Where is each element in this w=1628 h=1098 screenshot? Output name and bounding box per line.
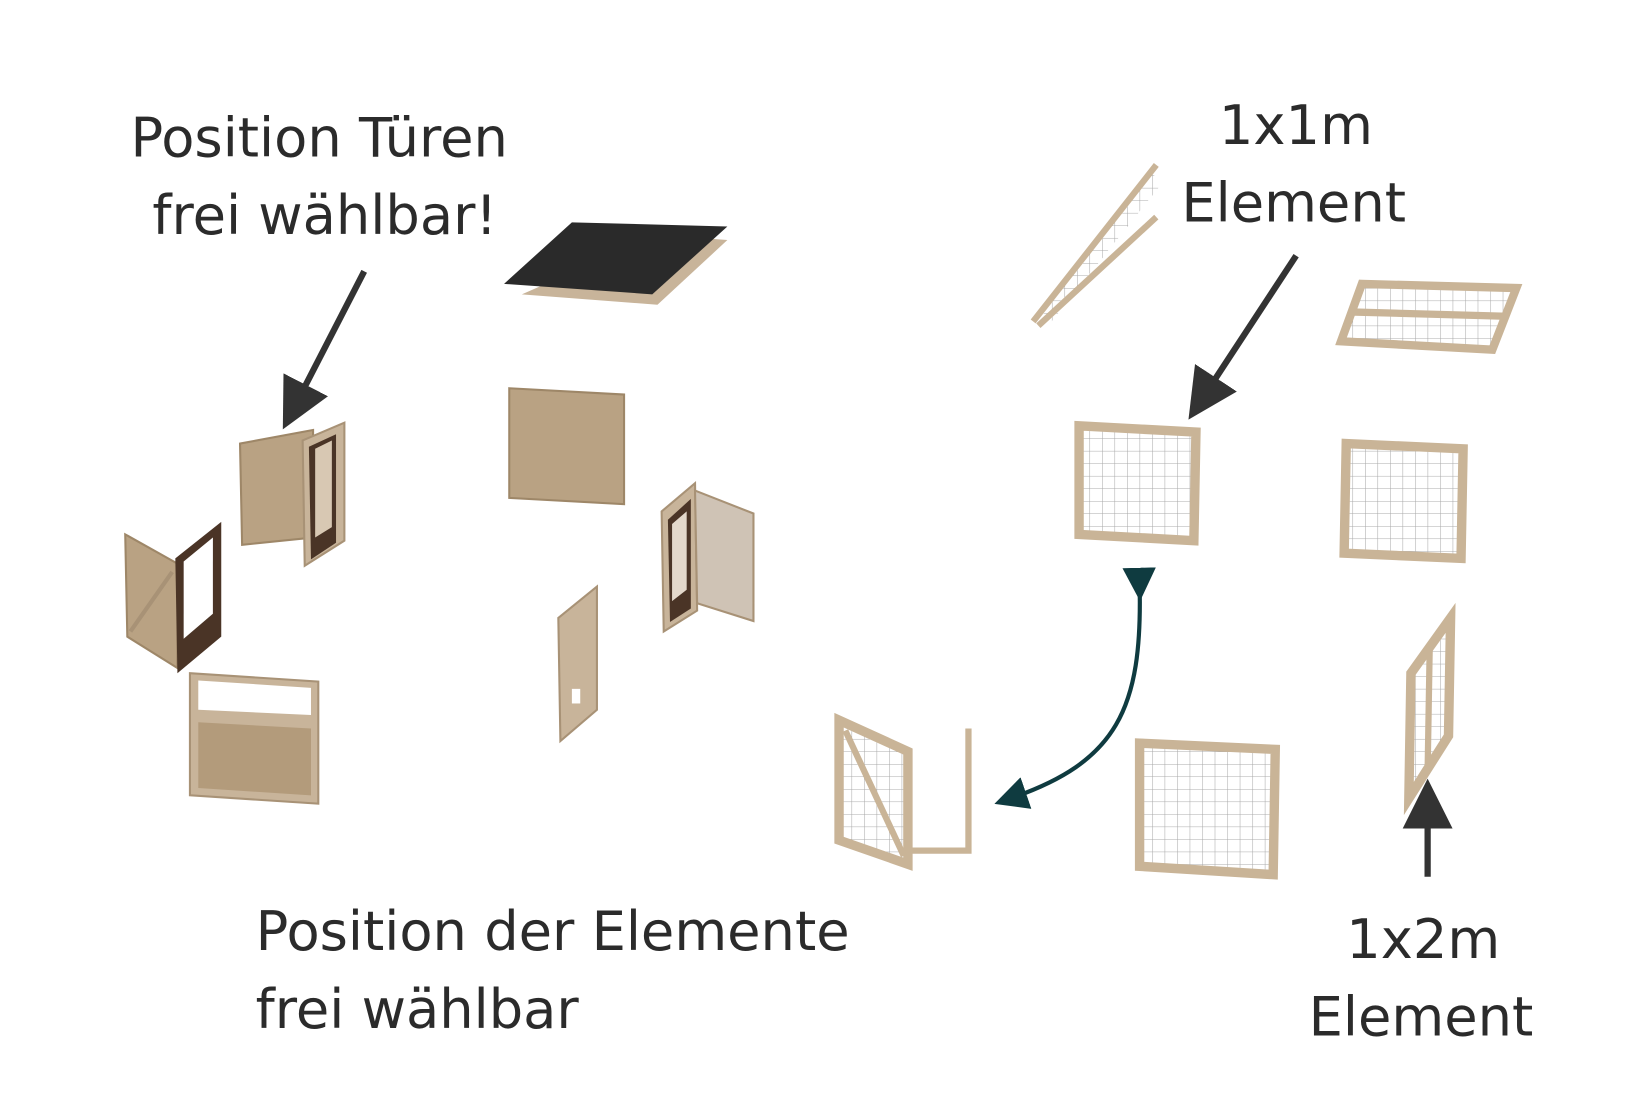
one-by-one-label-line2: Element <box>1181 171 1406 234</box>
mesh-door-element <box>834 712 972 871</box>
one-by-two-label-line2: Element <box>1309 985 1534 1048</box>
mesh-panel-1x1-a <box>1074 420 1201 546</box>
one-by-one-label-line1: 1x1m <box>1219 94 1373 157</box>
doors-label-line1: Position Türen <box>130 107 508 170</box>
mesh-panel-1x2 <box>1403 602 1456 816</box>
doors-label-line2: frei wählbar! <box>152 184 497 247</box>
doors-arrow-icon <box>282 269 367 430</box>
roof-panel <box>504 222 728 305</box>
swap-arrow-icon <box>994 567 1156 809</box>
solid-wall-panel <box>508 387 626 506</box>
door-panel-pair-top <box>238 421 346 568</box>
door-panel-pair-right <box>660 481 755 634</box>
roof-mesh-panel-flat <box>1335 279 1523 354</box>
narrow-door-panel <box>557 584 598 744</box>
elements-label-line1: Position der Elemente <box>256 900 850 963</box>
door-panel-pair-left <box>124 521 222 674</box>
half-mesh-panel-left <box>188 672 320 805</box>
elements-label-line2: frei wählbar <box>256 978 580 1041</box>
roof-mesh-panel-tilted <box>1030 162 1159 328</box>
mesh-panel-1x1-b <box>1339 438 1468 564</box>
one-by-two-label-line1: 1x2m <box>1346 908 1500 971</box>
one-by-one-arrow-icon <box>1188 253 1299 420</box>
mesh-panel-1x1-c <box>1134 738 1281 880</box>
